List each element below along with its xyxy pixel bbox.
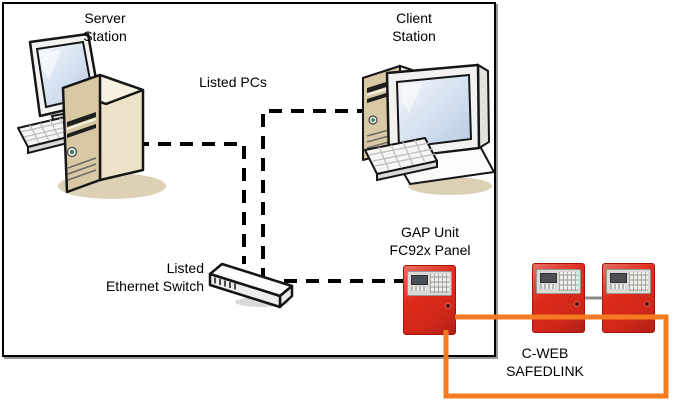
panel-buttons <box>629 272 648 291</box>
client-keyboard-edge <box>376 159 438 182</box>
panel-keys <box>411 286 426 291</box>
server-slot-highlight <box>66 118 97 130</box>
fire-panel-icon <box>403 265 456 335</box>
listed-pcs-label: Listed PCs <box>199 74 267 90</box>
panel-keypad <box>536 269 581 294</box>
diagram-border-frame <box>2 2 496 357</box>
panel-keys <box>540 284 555 289</box>
server-screen-glare <box>41 50 61 80</box>
server-tower-front <box>61 73 102 194</box>
ethernet-switch-icon <box>208 262 294 309</box>
fire-panel-icon <box>532 263 585 333</box>
client-keyboard-keys <box>368 139 436 171</box>
server-power-led <box>70 150 74 154</box>
server-station-icon <box>17 32 166 199</box>
panel-display <box>411 275 428 285</box>
server-drive-slot <box>67 112 96 127</box>
switch-ports <box>214 277 236 290</box>
panel-keypad <box>407 271 452 296</box>
client-station-icon <box>362 63 495 195</box>
client-power-led <box>371 118 375 122</box>
panel-keyhole <box>575 302 579 306</box>
server-station-label: Server Station <box>83 10 127 44</box>
panel-display <box>540 273 557 283</box>
panel-buttons <box>559 272 578 291</box>
client-station-label: Client Station <box>392 10 436 44</box>
panel-keypad <box>606 269 651 294</box>
gap-unit-label: GAP Unit FC92x Panel <box>389 224 471 258</box>
switch-front <box>208 272 282 309</box>
client-screen-glare <box>401 83 423 113</box>
ethernet-switch-label: Listed Ethernet Switch <box>105 260 204 294</box>
panel-buttons <box>430 274 449 293</box>
panel-keyhole <box>645 302 649 306</box>
panel-keys <box>610 284 625 289</box>
server-vents <box>67 157 97 181</box>
fire-panel-icon <box>602 263 655 333</box>
panel-keyhole <box>446 304 450 308</box>
panel-display <box>610 273 627 283</box>
safedlink-label: C-WEB SAFEDLINK <box>506 345 584 379</box>
server-drive-slot2 <box>67 124 96 138</box>
